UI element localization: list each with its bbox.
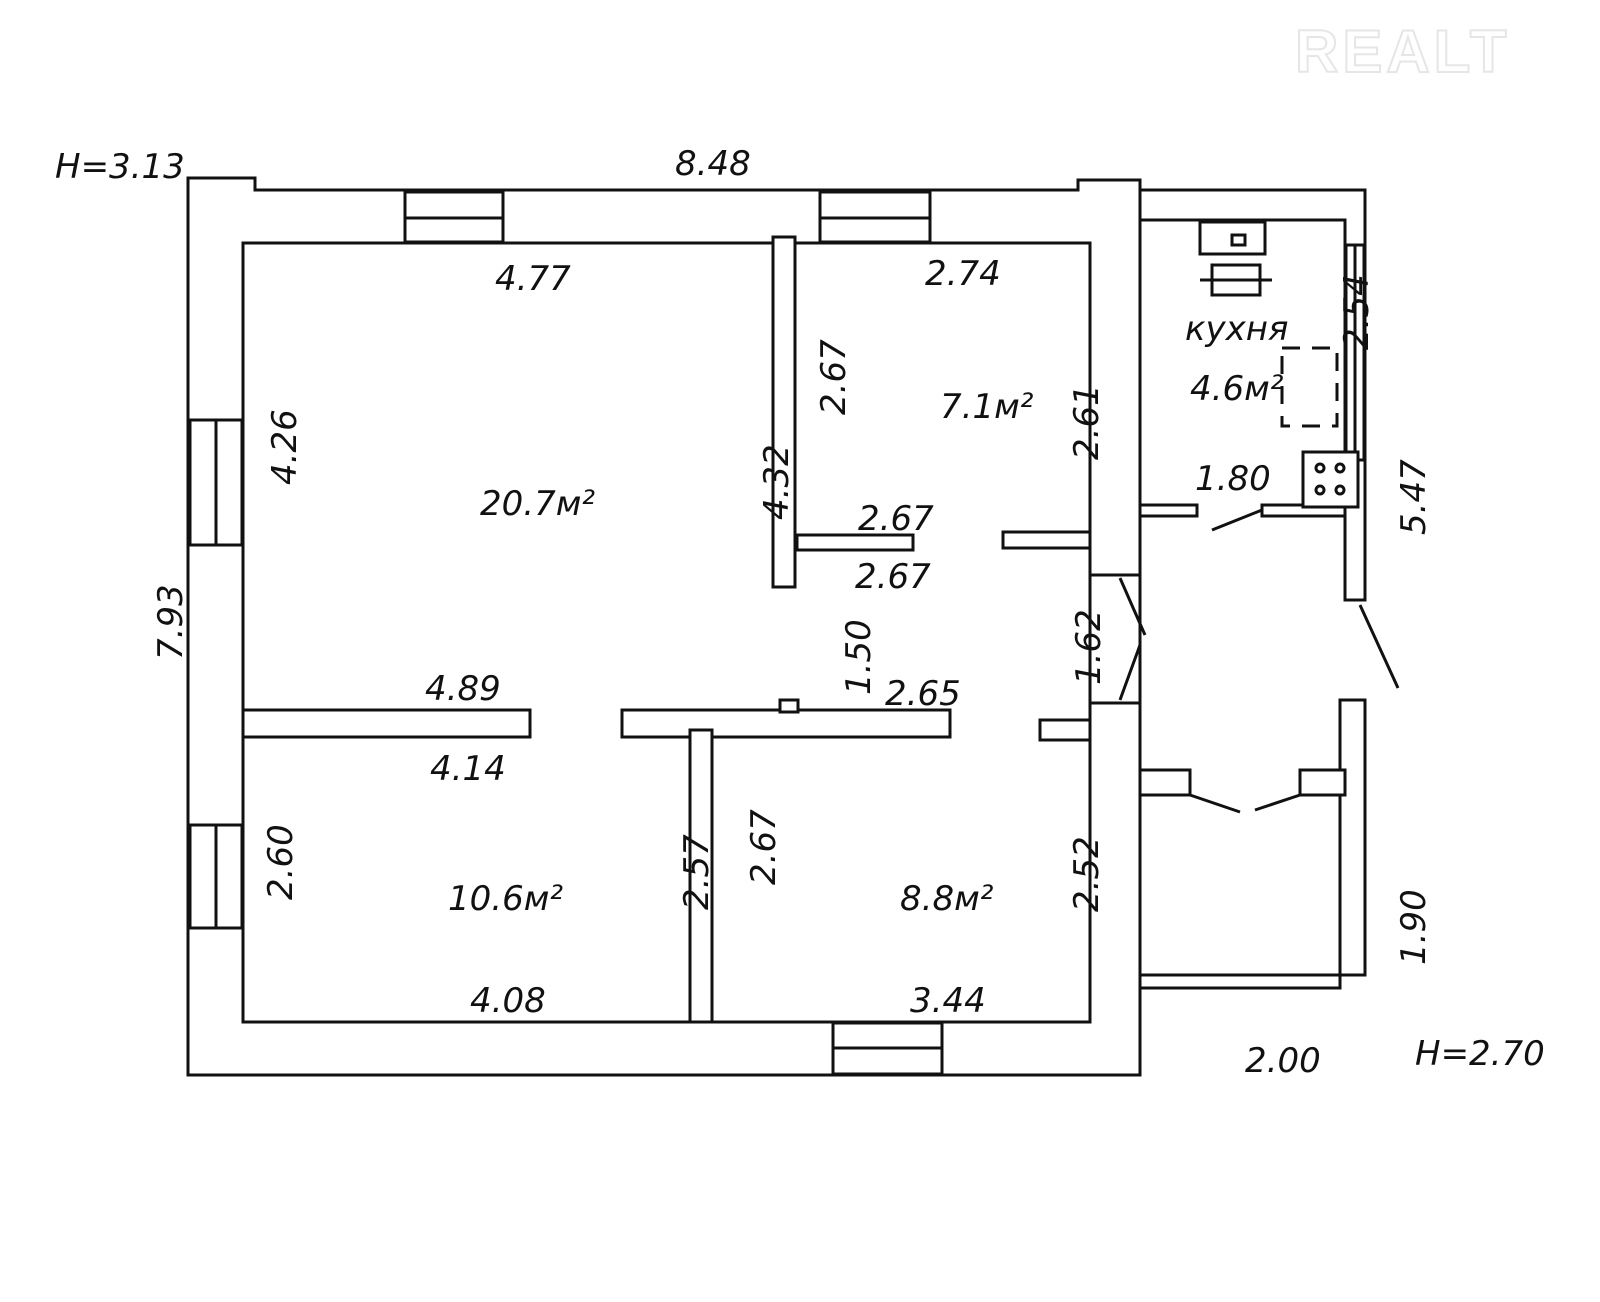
dim: 2.60 <box>261 824 301 900</box>
dim: 2.54 <box>1337 274 1377 350</box>
door-opening <box>1092 575 1138 703</box>
dim: 2.65 <box>885 674 961 714</box>
dim: 2.61 <box>1067 384 1107 460</box>
dim: 1.80 <box>1195 459 1271 499</box>
dim: 4.77 <box>495 259 571 299</box>
room-area: 8.8м² <box>900 879 994 919</box>
dim: 2.67 <box>858 499 934 539</box>
dim: 4.32 <box>757 444 797 520</box>
outer-walls <box>186 176 1367 1077</box>
dim: 2.67 <box>814 339 854 415</box>
dim: 2.74 <box>925 254 1001 294</box>
room-area: 10.6м² <box>448 879 563 919</box>
dim: 1.50 <box>839 619 879 695</box>
dim: 2.67 <box>855 557 931 597</box>
dim-annex-depth: 1.90 <box>1394 889 1434 965</box>
door-swing <box>1118 577 1147 636</box>
dim-kitchen-side: 5.47 <box>1394 459 1434 535</box>
room-area: 20.7м² <box>480 484 595 524</box>
windows <box>188 190 1366 1076</box>
dim-depth: 7.93 <box>151 584 191 660</box>
room-area: 4.6м² <box>1190 369 1284 409</box>
height-annex: H=2.70 <box>1415 1034 1545 1074</box>
table-icon <box>1280 346 1339 428</box>
dim-width: 8.48 <box>675 144 751 184</box>
dim: 4.26 <box>265 409 305 485</box>
dim: 2.57 <box>677 834 717 910</box>
stove-icon <box>1301 450 1360 509</box>
room-name: кухня <box>1185 309 1288 349</box>
kitchen-fixtures <box>1198 220 1360 509</box>
dim: 1.62 <box>1069 609 1109 685</box>
dim: 3.44 <box>910 981 986 1021</box>
dim: 2.52 <box>1067 836 1107 912</box>
dim: 4.08 <box>470 981 546 1021</box>
dim: 4.89 <box>425 669 501 709</box>
watermark-logo: REALT <box>1295 18 1511 85</box>
room-area: 7.1м² <box>940 387 1034 427</box>
height-main: H=3.13 <box>55 147 185 187</box>
dim: 4.14 <box>430 749 506 789</box>
dim: 2.67 <box>744 809 784 885</box>
dim-annex-width: 2.00 <box>1245 1041 1321 1081</box>
interior-walls <box>241 235 1092 1024</box>
